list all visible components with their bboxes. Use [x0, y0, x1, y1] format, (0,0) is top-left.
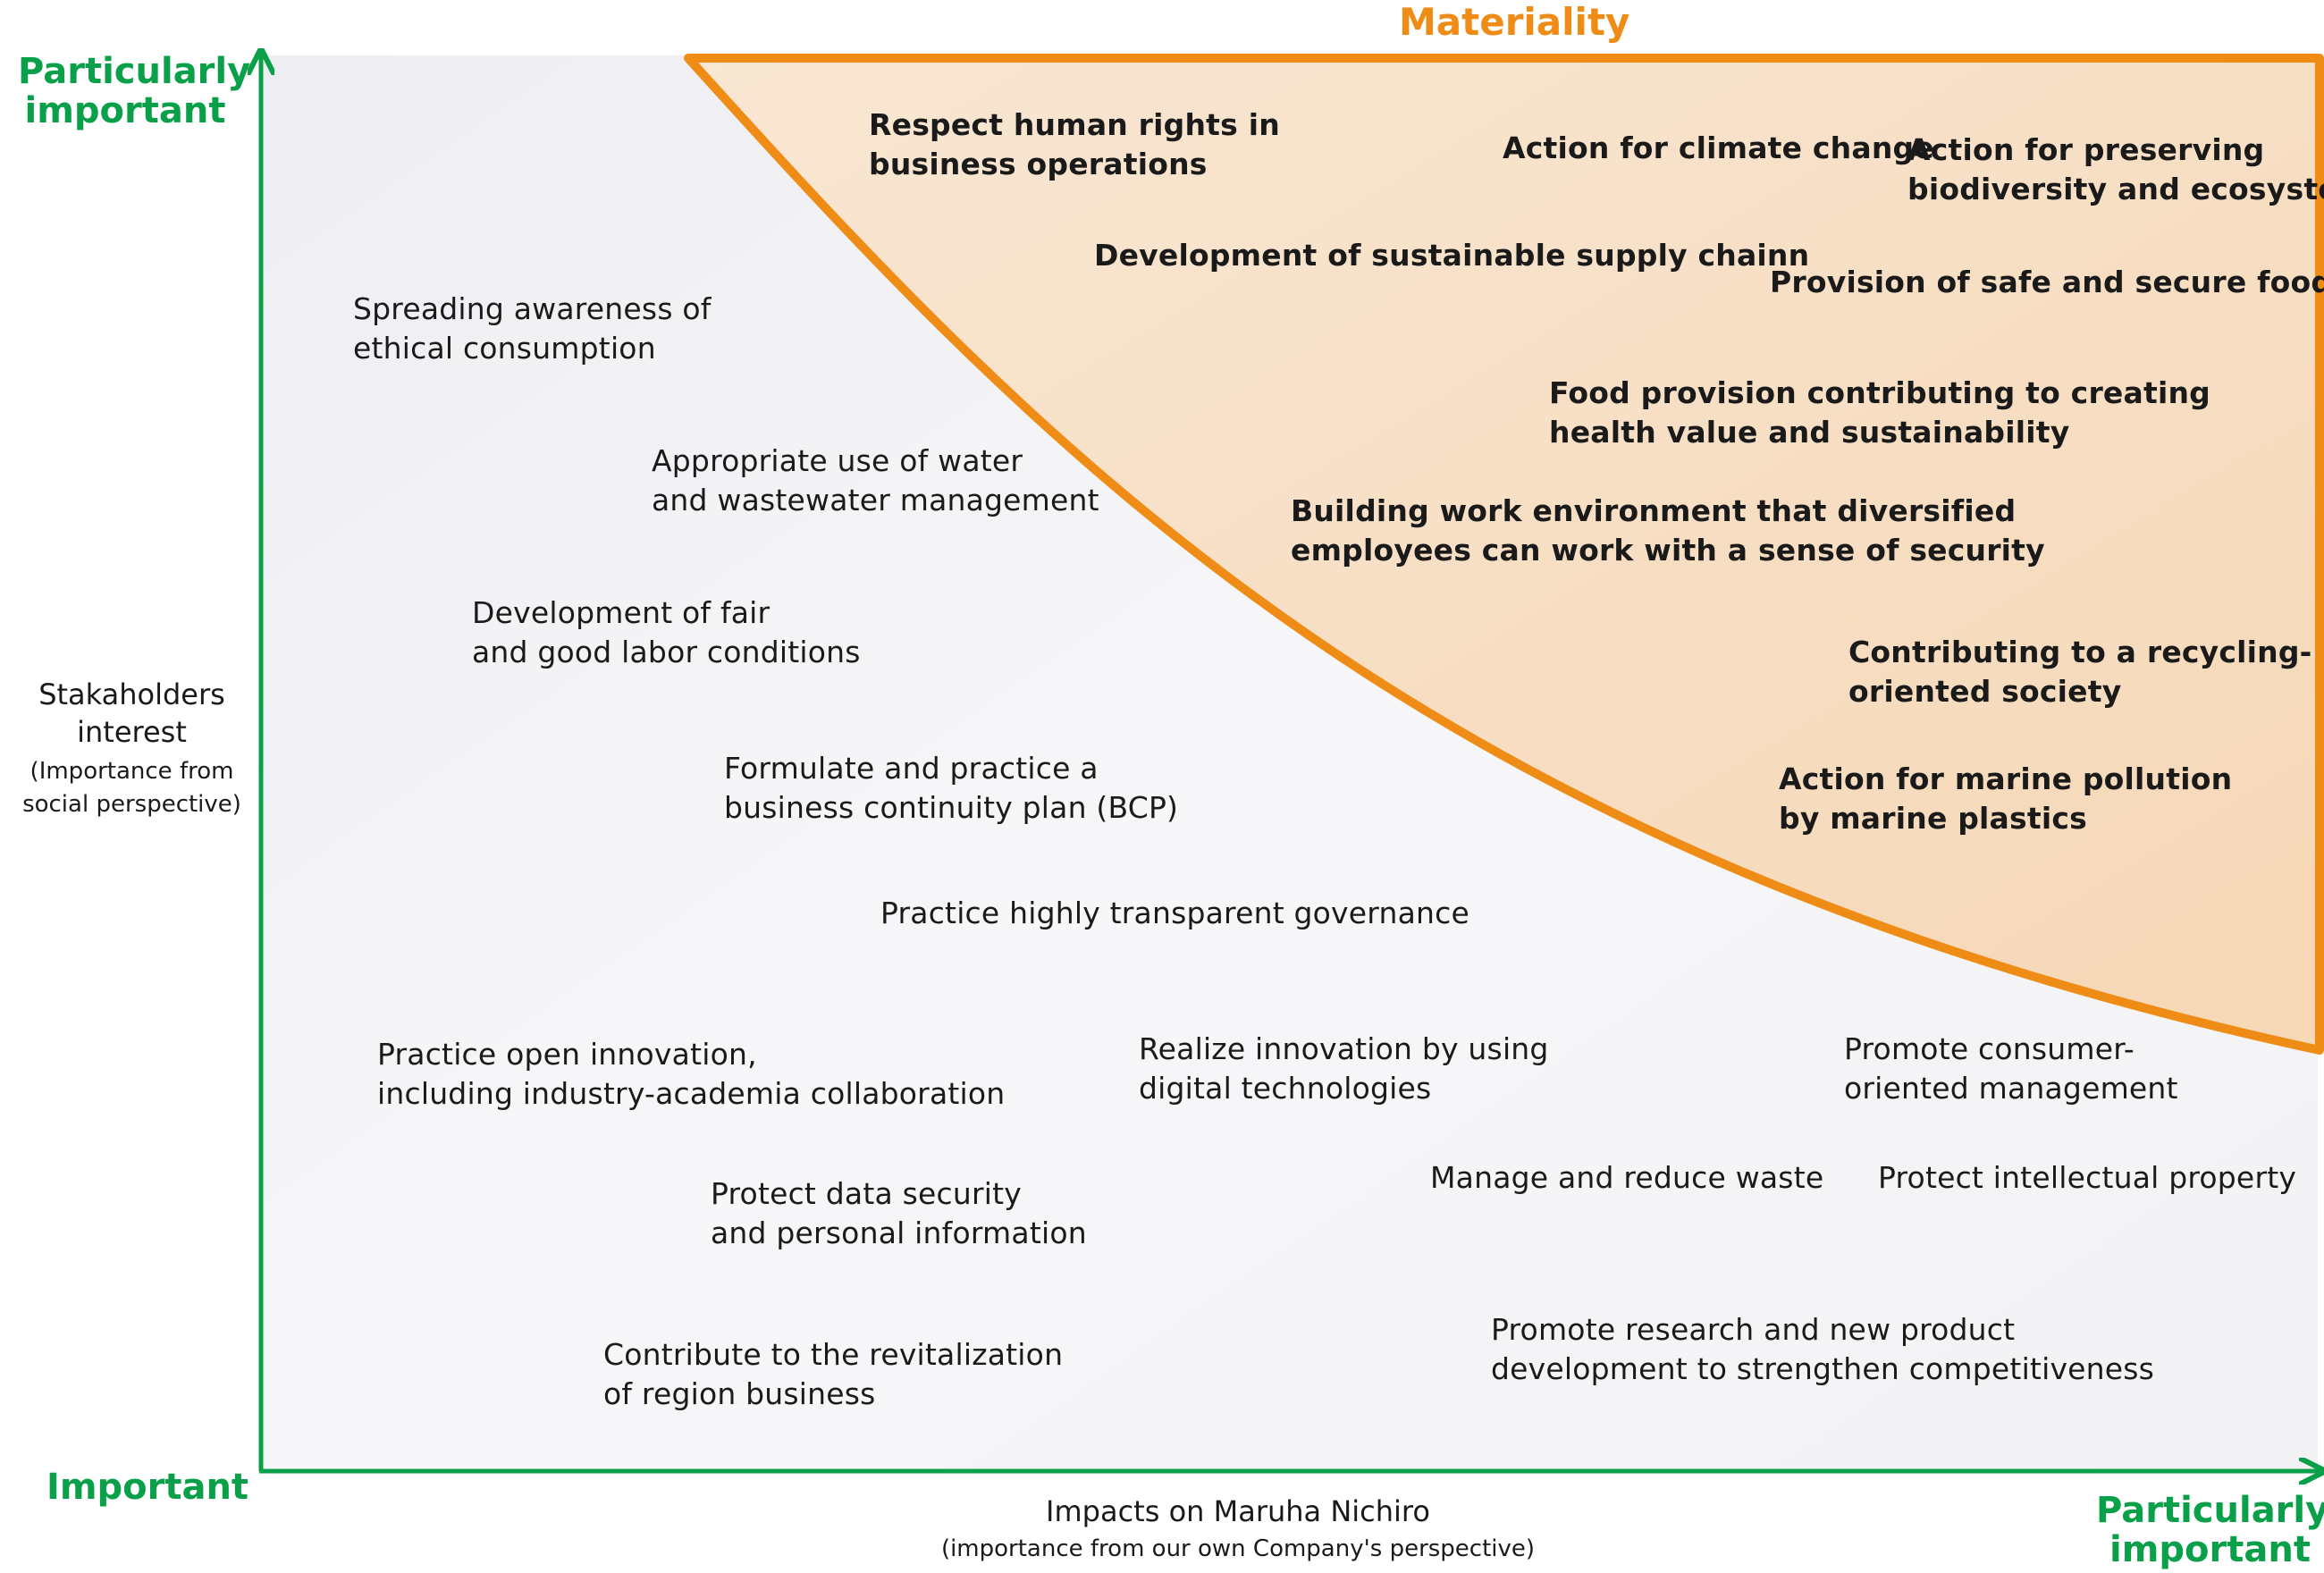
- issue-item: Practice highly transparent governance: [880, 896, 1469, 930]
- issue-item: Formulate and practice a business contin…: [724, 751, 1179, 825]
- materiality-item: Building work environment that diversifi…: [1291, 493, 2045, 568]
- issue-item: Spreading awareness of ethical consumpti…: [353, 291, 712, 366]
- y-axis-subtitle: (Importance from social perspective): [22, 758, 241, 818]
- issue-item: Promote consumer- oriented management: [1844, 1031, 2178, 1106]
- issue-item: Practice open innovation, including indu…: [377, 1037, 1006, 1111]
- issue-item: Appropriate use of water and wastewater …: [652, 443, 1099, 517]
- materiality-item: Development of sustainable supply chainn: [1094, 238, 1810, 273]
- y-axis-top-label: Particularly important: [18, 51, 251, 131]
- materiality-item: Food provision contributing to creating …: [1549, 375, 2210, 450]
- issue-item: Realize innovation by using digital tech…: [1139, 1031, 1549, 1106]
- materiality-title: Materiality: [1399, 0, 1630, 44]
- materiality-item: Provision of safe and secure food: [1770, 265, 2324, 299]
- x-axis-right-label: Particularly important: [2096, 1490, 2324, 1570]
- materiality-item: Action for marine pollution by marine pl…: [1779, 761, 2233, 836]
- materiality-item: Respect human rights in business operati…: [869, 107, 1280, 181]
- x-axis-title: Impacts on Maruha Nichiro: [1046, 1494, 1430, 1528]
- y-axis-title: Stakaholders interest: [38, 677, 225, 749]
- materiality-item: Action for climate change: [1503, 130, 1934, 165]
- materiality-item: Action for preserving biodiversity and e…: [1907, 132, 2324, 206]
- issue-item: Manage and reduce waste: [1430, 1160, 1824, 1195]
- x-axis-subtitle: (importance from our own Company's persp…: [940, 1535, 1536, 1562]
- issue-item: Contribute to the revitalization of regi…: [603, 1337, 1064, 1411]
- materiality-item: Contributing to a recycling- oriented so…: [1848, 635, 2312, 709]
- issue-item: Protect data security and personal infor…: [711, 1176, 1087, 1250]
- x-axis-left-label: Important: [46, 1467, 249, 1508]
- issue-item: Development of fair and good labor condi…: [472, 595, 861, 669]
- issue-item: Promote research and new product develop…: [1491, 1312, 2155, 1386]
- issue-item: Protect intellectual property: [1878, 1160, 2297, 1195]
- materiality-region: [684, 54, 2324, 1055]
